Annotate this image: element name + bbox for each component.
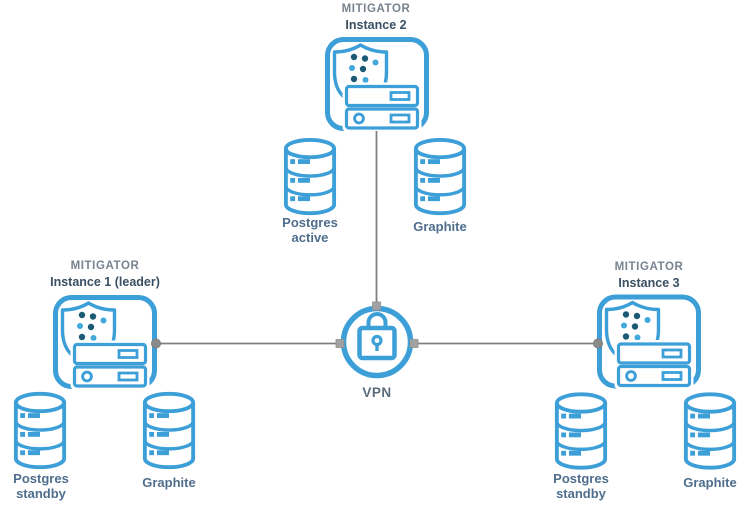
instance3-postgres-label: Postgres standby <box>553 471 609 501</box>
instance1-postgres-database-icon <box>12 390 68 473</box>
instance2-title-line1: MITIGATOR <box>341 3 411 15</box>
postgres-label-line1: Postgres <box>553 471 609 486</box>
instance2-title: MITIGATOR Instance 2 <box>342 2 411 33</box>
postgres-label-line2: active <box>291 230 329 245</box>
instance1-title-line1: MITIGATOR <box>70 260 140 272</box>
instance1-graphite-label: Graphite <box>142 475 195 490</box>
instance3-title-line1: MITIGATOR <box>614 261 684 273</box>
instance2-graphite-label: Graphite <box>413 219 466 234</box>
postgres-label-line2: standby <box>16 486 66 501</box>
instance3-title-line2: Instance 3 <box>618 276 680 290</box>
vpn-padlock-icon <box>332 297 422 387</box>
postgres-label-line2: standby <box>556 486 606 501</box>
instance3-postgres-database-icon <box>553 391 609 473</box>
instance3-graphite-label: Graphite <box>683 475 736 490</box>
instance2-title-line2: Instance 2 <box>345 18 407 32</box>
vpn-label: VPN <box>362 385 392 400</box>
postgres-label-line1: Postgres <box>282 215 338 230</box>
graphite-label-line1: Graphite <box>413 219 467 234</box>
instance2-shield-server-icon <box>325 37 429 131</box>
instance2-graphite-database-icon <box>412 137 468 218</box>
instance1-postgres-label: Postgres standby <box>13 471 69 501</box>
instance1-shield-server-icon <box>53 294 157 390</box>
instance1-title: MITIGATOR Instance 1 (leader) <box>50 259 160 290</box>
postgres-label-line1: Postgres <box>13 471 69 486</box>
instance2-postgres-database-icon <box>282 137 338 218</box>
graphite-label-line1: Graphite <box>683 475 737 490</box>
instance3-shield-server-icon <box>597 294 701 389</box>
instance3-title: MITIGATOR Instance 3 <box>615 260 684 291</box>
graphite-label-line1: Graphite <box>142 475 196 490</box>
instance2-postgres-label: Postgres active <box>282 215 338 245</box>
instance1-graphite-database-icon <box>141 390 197 473</box>
instance3-graphite-database-icon <box>682 391 738 473</box>
instance1-title-line2: Instance 1 (leader) <box>50 275 160 289</box>
